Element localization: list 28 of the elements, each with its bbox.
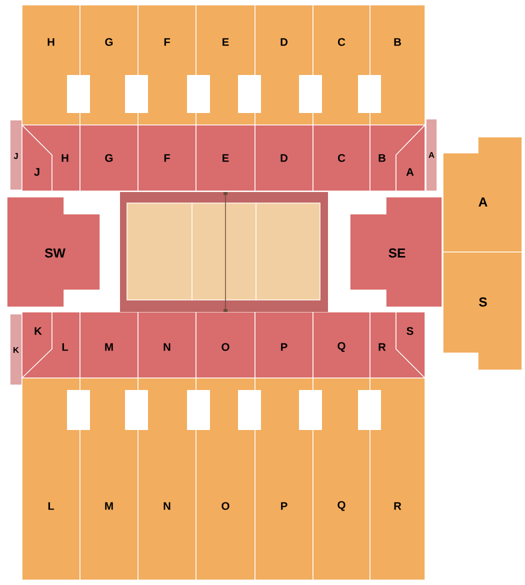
seating-section: M	[80, 312, 138, 378]
seating-section: N	[138, 378, 196, 580]
seating-section: J	[10, 120, 22, 190]
seating-section: SW	[6, 196, 100, 308]
seating-section: M	[80, 378, 138, 580]
seating-section: K	[10, 314, 22, 386]
seating-section: G	[80, 124, 138, 192]
seating-section: P	[254, 312, 314, 378]
seating-section: O	[196, 312, 256, 378]
seating-section: N	[138, 312, 196, 378]
seating-section: F	[138, 4, 196, 126]
seating-section: Q	[312, 312, 370, 378]
seating-section: C	[312, 124, 370, 192]
seating-section: S	[396, 312, 426, 379]
seating-section: D	[254, 124, 314, 192]
seating-section: A	[442, 136, 522, 252]
seating-section: F	[138, 124, 196, 192]
seating-section: B	[370, 4, 426, 126]
seating-section: H	[22, 4, 80, 126]
seating-section: S	[442, 252, 522, 370]
seating-section: R	[370, 378, 426, 580]
seating-section: L	[22, 378, 80, 580]
seating-section: P	[254, 378, 314, 580]
seating-section: Q	[312, 378, 370, 580]
seating-section: E	[196, 124, 256, 192]
seating-section: SE	[350, 196, 442, 308]
seating-section: A	[426, 118, 438, 192]
seating-section: O	[196, 378, 256, 580]
